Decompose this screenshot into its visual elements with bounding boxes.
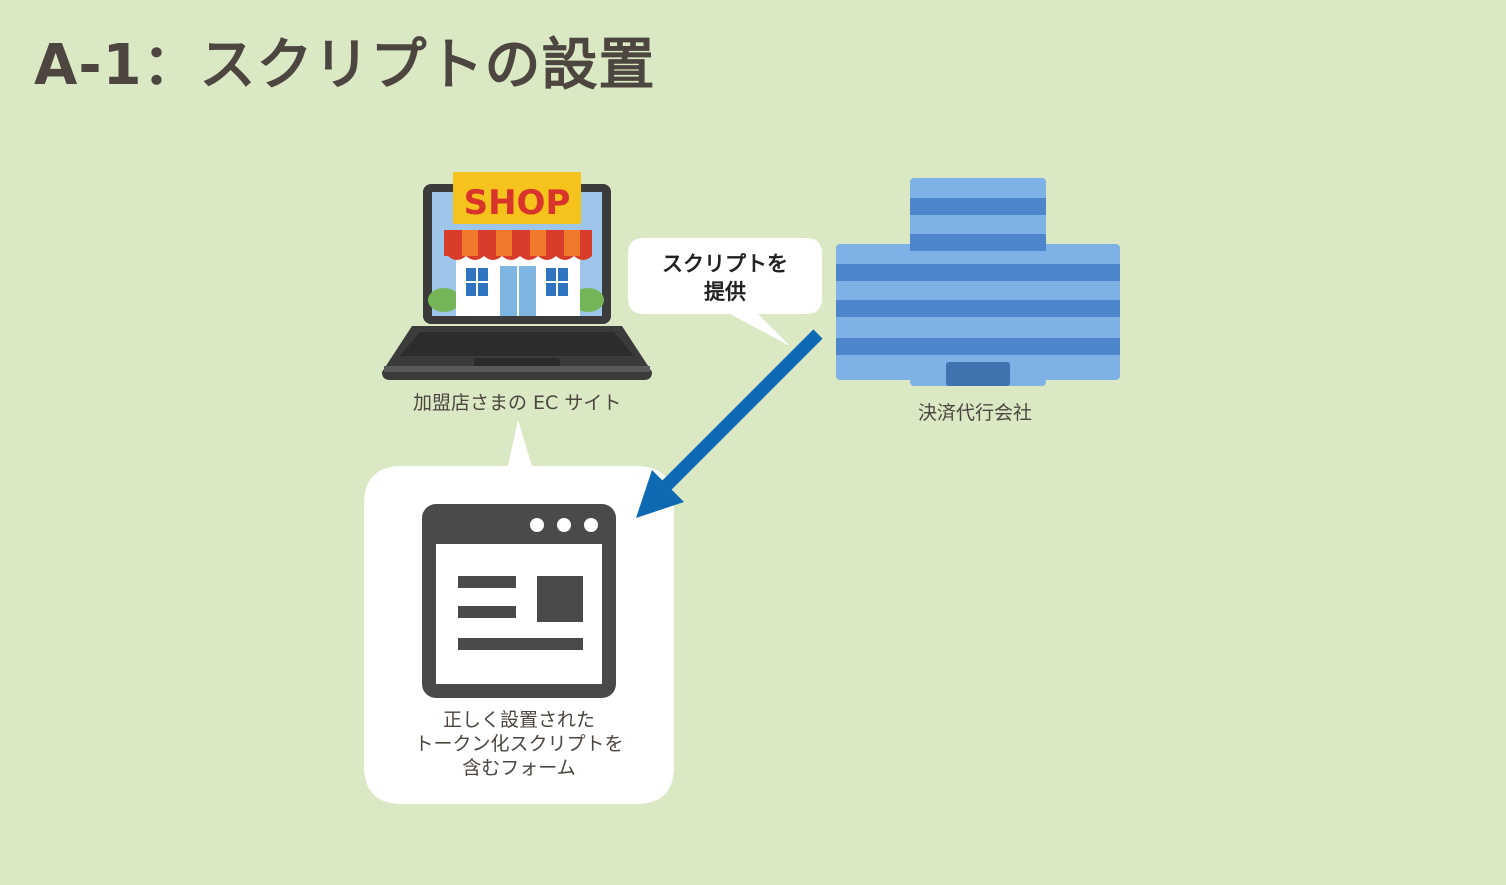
browser-form-icon	[422, 504, 616, 698]
form-line-3: 含むフォーム	[462, 757, 576, 779]
provide-line-2: 提供	[704, 280, 746, 304]
form-bubble-text: 正しく設置された トークン化スクリプトを 含むフォーム	[363, 708, 675, 780]
company-label: 決済代行会社	[918, 402, 1033, 424]
laptop-shop-icon: SHOP	[382, 172, 652, 380]
provide-bubble-text: スクリプトを 提供	[628, 250, 822, 306]
page-title: A-1：スクリプトの設置	[34, 33, 656, 98]
shop-sign-text: SHOP	[464, 183, 571, 223]
provide-speech-bubble	[628, 238, 822, 346]
building-icon	[836, 178, 1120, 386]
form-line-2: トークン化スクリプトを	[414, 733, 624, 755]
provide-line-1: スクリプトを	[662, 252, 788, 276]
provide-arrow	[636, 329, 823, 518]
shop-label: 加盟店さまの EC サイト	[413, 392, 622, 414]
form-line-1: 正しく設置された	[442, 709, 595, 731]
